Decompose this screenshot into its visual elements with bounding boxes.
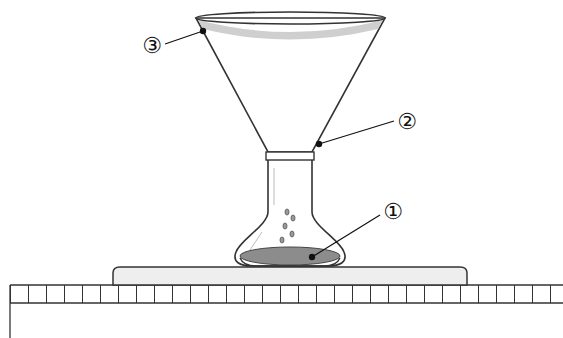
droplet xyxy=(283,223,287,229)
droplet xyxy=(291,215,295,221)
leader-line xyxy=(319,121,394,144)
callout-number: ② xyxy=(396,110,418,134)
leader-line xyxy=(165,31,203,44)
droplet xyxy=(280,237,284,243)
table-edge-grid xyxy=(10,285,563,303)
droplet xyxy=(285,209,289,215)
flask-mouth xyxy=(266,152,314,160)
glass-shine xyxy=(274,168,275,205)
leader-dot xyxy=(309,254,315,260)
callout-number: ③ xyxy=(141,34,163,58)
table xyxy=(10,285,563,338)
table-leg xyxy=(9,285,10,338)
flask xyxy=(235,158,345,266)
table-edge xyxy=(10,302,563,303)
liquid xyxy=(240,247,340,265)
leaders xyxy=(165,31,394,257)
leader-line xyxy=(312,215,380,257)
leader-dot xyxy=(200,28,206,34)
flask-outline xyxy=(235,158,345,266)
droplets xyxy=(280,209,295,243)
funnel-rim xyxy=(196,12,385,24)
callout-number: ① xyxy=(382,200,404,224)
plate xyxy=(113,267,467,285)
leader-dot xyxy=(316,141,322,147)
flask-base xyxy=(240,258,340,266)
glass-shine xyxy=(250,232,262,250)
droplet xyxy=(290,231,294,237)
leader-dots xyxy=(200,28,322,260)
funnel xyxy=(196,12,385,160)
